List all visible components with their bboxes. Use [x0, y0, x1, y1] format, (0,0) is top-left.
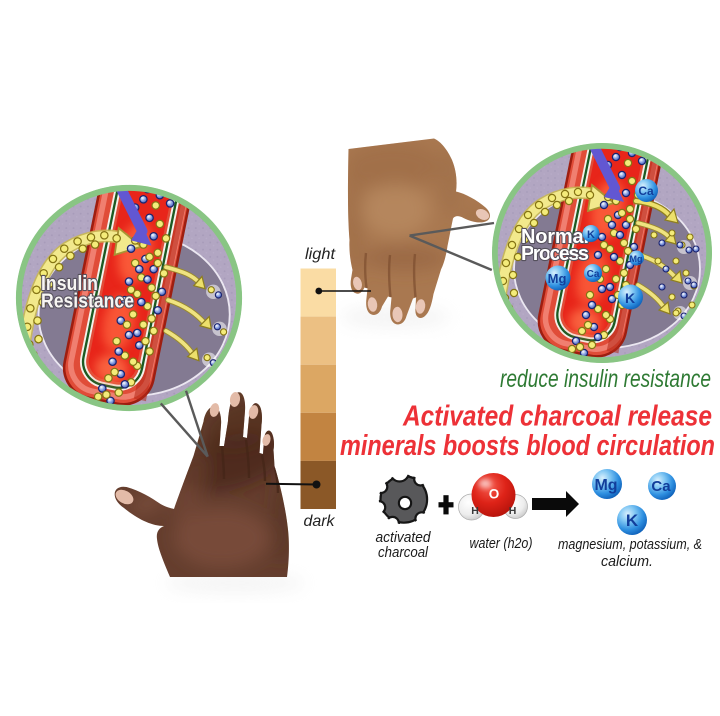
svg-text:calcium.: calcium.: [601, 553, 653, 570]
svg-text:activated: activated: [376, 529, 432, 546]
svg-text:Mg: Mg: [594, 477, 617, 494]
svg-text:Resistance: Resistance: [41, 291, 134, 313]
svg-text:reduce insulin resistance: reduce insulin resistance: [500, 365, 711, 393]
svg-text:light: light: [305, 246, 336, 263]
svg-text:minerals boosts blood circulat: minerals boosts blood circulation: [340, 430, 715, 462]
svg-text:Mg: Mg: [630, 254, 643, 264]
svg-text:Mg: Mg: [548, 271, 567, 286]
svg-text:magnesium, potassium, &: magnesium, potassium, &: [558, 536, 702, 553]
svg-text:K: K: [626, 511, 639, 530]
svg-text:charcoal: charcoal: [378, 544, 429, 561]
svg-text:water (h2o): water (h2o): [470, 535, 533, 552]
svg-text:dark: dark: [304, 513, 336, 530]
svg-text:Process: Process: [521, 243, 589, 265]
svg-text:Ca: Ca: [587, 269, 600, 280]
svg-text:Activated charcoal release: Activated charcoal release: [402, 401, 712, 433]
svg-text:K: K: [625, 290, 635, 306]
svg-text:O: O: [489, 487, 500, 502]
svg-text:Insulin: Insulin: [41, 273, 98, 295]
svg-text:Ca: Ca: [651, 478, 671, 495]
svg-text:Ca: Ca: [638, 184, 654, 198]
svg-text:H: H: [509, 505, 517, 517]
svg-text:H: H: [471, 505, 479, 517]
svg-text:K: K: [587, 229, 595, 241]
svg-text:Normal: Normal: [521, 226, 589, 248]
